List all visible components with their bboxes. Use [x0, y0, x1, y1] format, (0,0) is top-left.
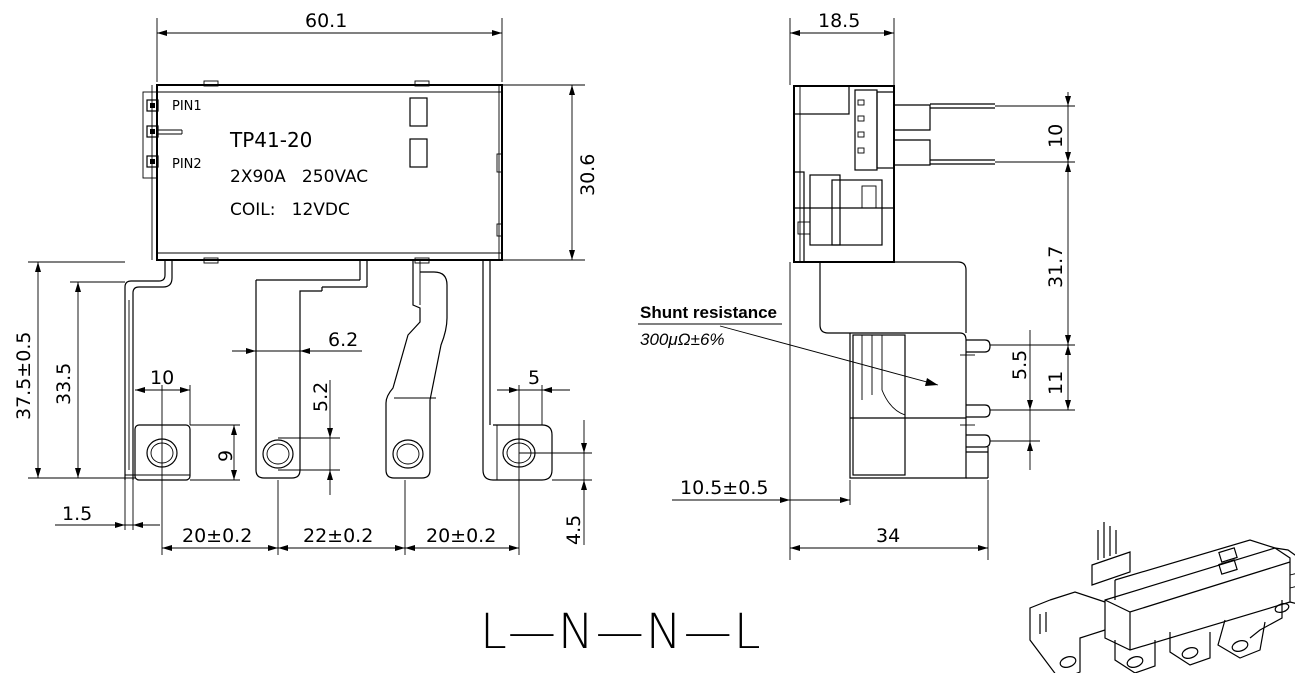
front-view: 60.1 PIN1 PIN2 TP41-20 — [13, 10, 599, 555]
spacing-2-dim: 22±0.2 — [303, 525, 373, 547]
pin-to-shunt-dim: 31.7 — [1045, 246, 1067, 288]
right-small-dim: 5 — [528, 367, 540, 389]
height-dim: 30.6 — [577, 154, 599, 196]
coil-label: COIL: 12VDC — [230, 200, 350, 220]
shunt-label: Shunt resistance — [640, 303, 777, 322]
pin2-label: PIN2 — [172, 157, 202, 172]
width-dim: 60.1 — [305, 10, 347, 32]
edge-offset-dim: 1.5 — [62, 503, 92, 525]
rating-label: 2X90A 250VAC — [230, 167, 368, 187]
pin-pitch-dim: 10 — [1045, 124, 1067, 148]
terminal-strip-width-dim: 6.2 — [328, 329, 358, 351]
offset-dim: 10.5±0.5 — [680, 477, 768, 499]
hole-pad-height-dim: 9 — [215, 450, 237, 462]
model-label: TP41-20 — [229, 128, 312, 152]
shunt-span-dim: 11 — [1045, 371, 1067, 395]
total-depth-dim: 34 — [876, 525, 900, 547]
shunt-value: 300μΩ±6% — [640, 330, 725, 349]
relay-3d-icon — [1029, 522, 1295, 673]
slot-dim: 5.2 — [310, 382, 332, 412]
shunt-gap-dim: 5.5 — [1009, 350, 1031, 380]
bottom-offset-dim: 4.5 — [563, 515, 585, 545]
pin1-label: PIN1 — [172, 99, 202, 114]
pin-square-icon — [146, 99, 159, 168]
configuration-label: L—N—N—L — [480, 604, 762, 660]
terminal-height-total-dim: 37.5±0.5 — [13, 332, 35, 420]
terminal-height-dim: 33.5 — [53, 363, 75, 405]
side-view: 18.5 — [638, 10, 1075, 560]
spacing-1-dim: 20±0.2 — [182, 525, 252, 547]
terminal-width-dim: 10 — [150, 367, 174, 389]
depth-dim: 18.5 — [818, 10, 860, 32]
spacing-3-dim: 20±0.2 — [426, 525, 496, 547]
